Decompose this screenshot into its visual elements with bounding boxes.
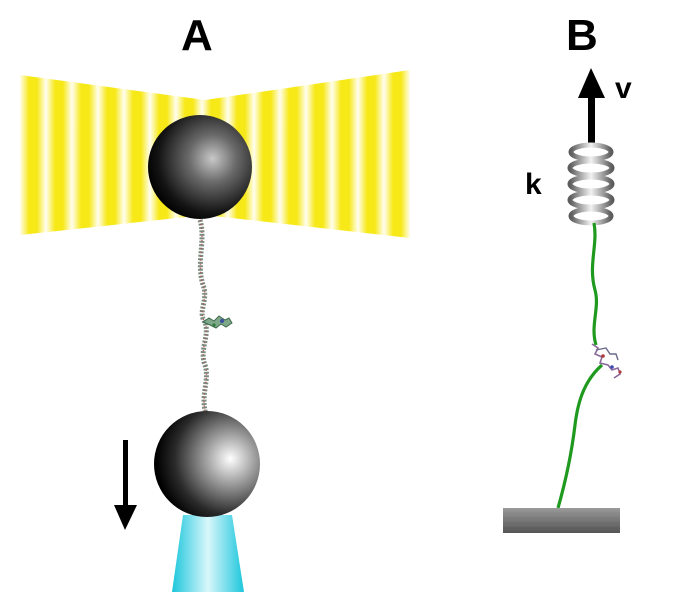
pull-down-arrow bbox=[114, 440, 137, 530]
tether-molecule bbox=[197, 219, 209, 415]
bound-protein bbox=[201, 315, 233, 329]
pipette-bead bbox=[154, 411, 260, 517]
linker-chain-upper bbox=[590, 222, 599, 346]
spring-constant-label: k bbox=[525, 168, 542, 201]
surface bbox=[503, 508, 620, 533]
trapped-bead bbox=[148, 115, 252, 219]
linker-chain-lower bbox=[556, 363, 604, 509]
pulled-molecule bbox=[591, 343, 622, 379]
objective-light bbox=[172, 515, 244, 592]
spring-coil bbox=[567, 142, 615, 226]
panel-b-label: B bbox=[566, 11, 598, 60]
velocity-arrow bbox=[578, 68, 605, 146]
velocity-label: v bbox=[615, 72, 632, 105]
panel-a-label: A bbox=[181, 11, 213, 60]
